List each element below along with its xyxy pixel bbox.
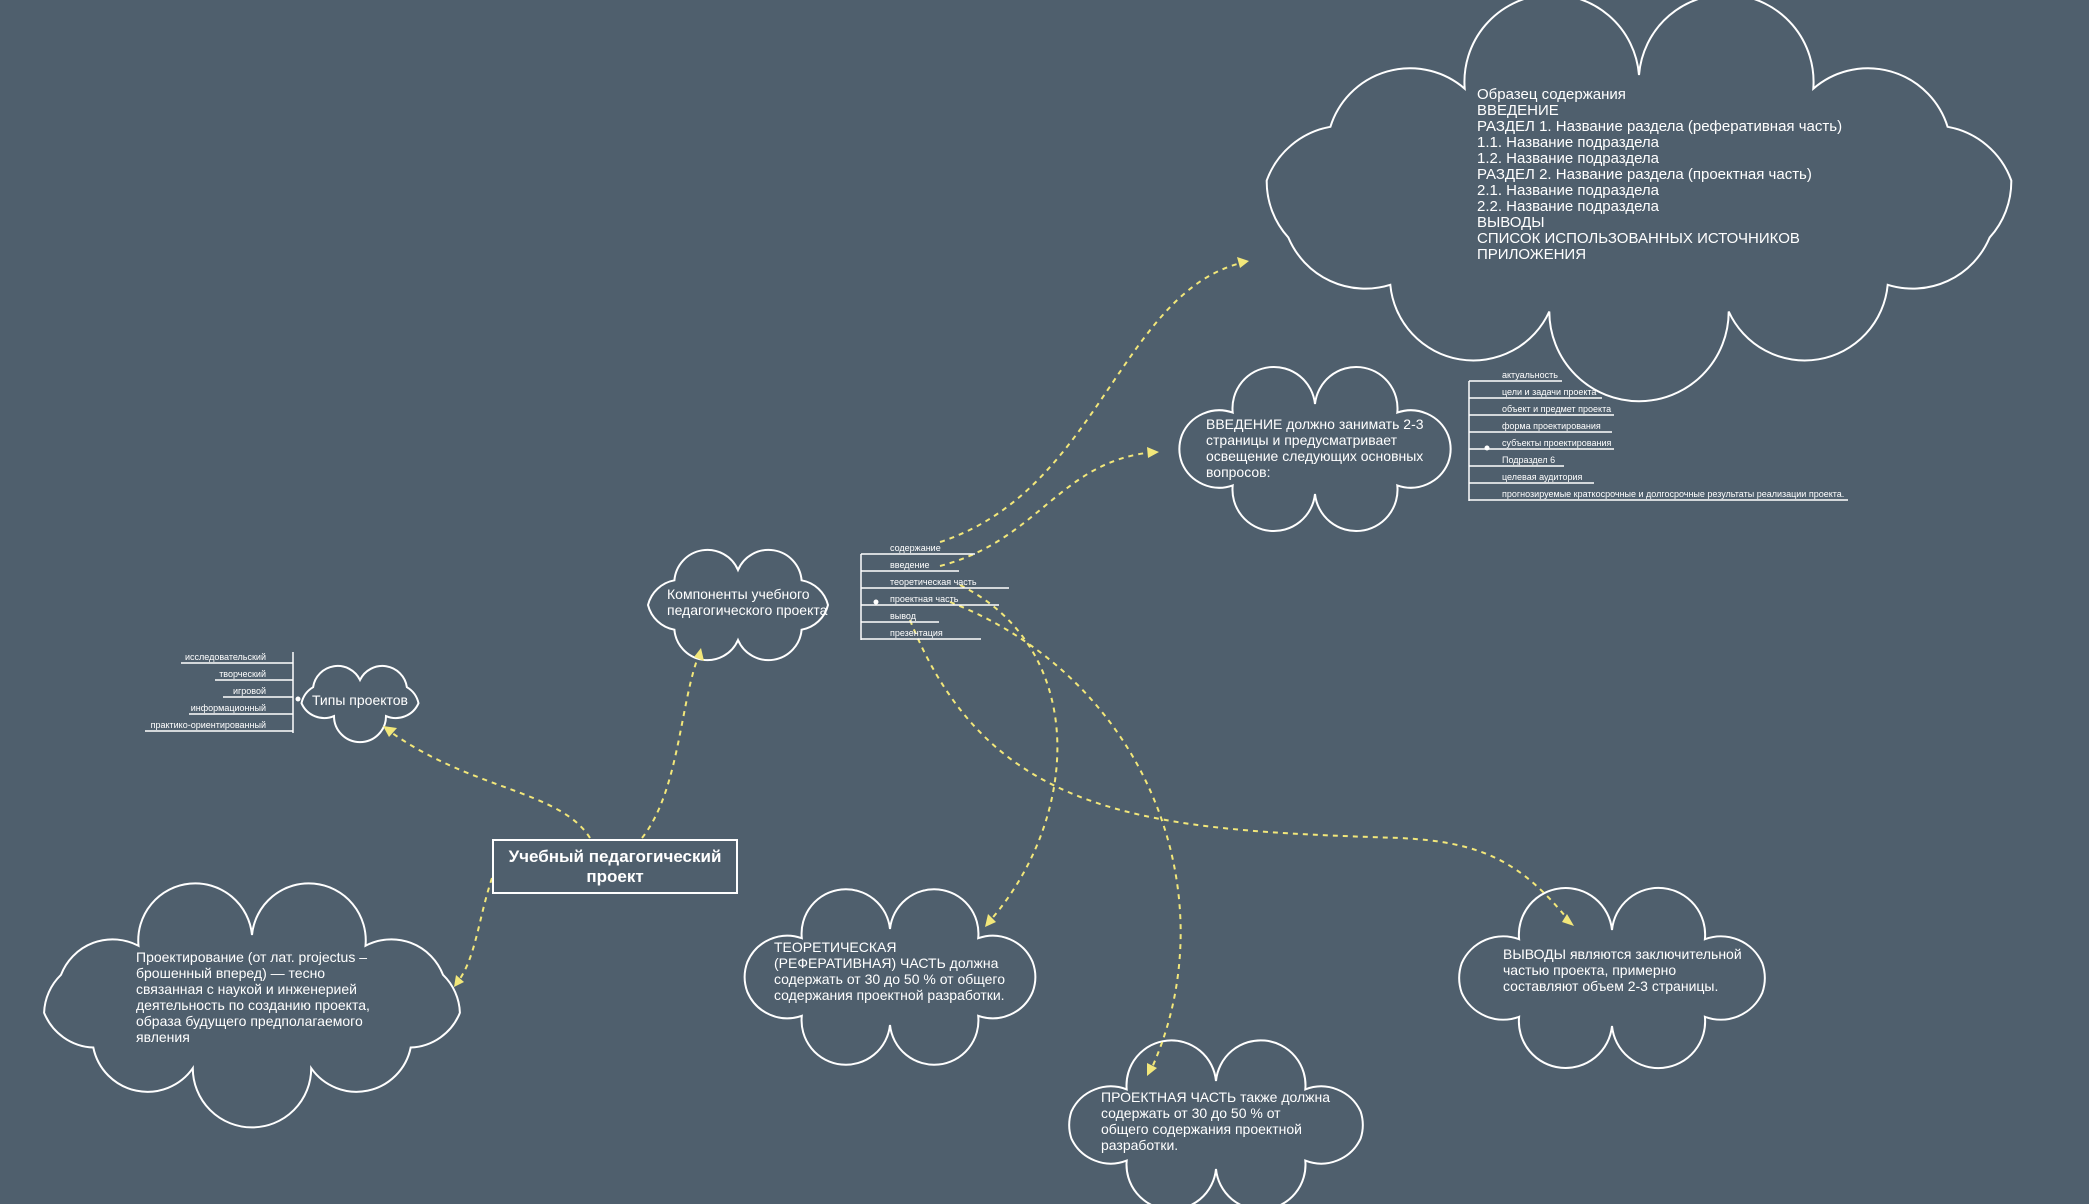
contents-line: 1.2. Название подраздела bbox=[1477, 150, 1660, 167]
contents-line: 1.1. Название подраздела bbox=[1477, 134, 1660, 151]
list-item[interactable]: вывод bbox=[890, 611, 916, 621]
theory-line: содержания проектной разработки. bbox=[774, 987, 1005, 1003]
contents-line: Образец содержания bbox=[1477, 86, 1626, 103]
arrowheads-layer bbox=[383, 257, 1574, 1076]
arrow-contents bbox=[1237, 257, 1249, 268]
contents-cloud[interactable] bbox=[1265, 0, 2013, 403]
connector-root-to-types bbox=[387, 729, 591, 839]
conclusions-cloud[interactable] bbox=[1458, 886, 1766, 1070]
definition-line: деятельность по созданию проекта, bbox=[136, 997, 370, 1013]
root-node[interactable]: Учебный педагогический проект bbox=[492, 839, 738, 894]
theory-cloud-text[interactable]: ТЕОРЕТИЧЕСКАЯ (РЕФЕРАТИВНАЯ) ЧАСТЬ должн… bbox=[774, 939, 1005, 1003]
intro-line: освещение следующих основных bbox=[1206, 448, 1424, 464]
project-part-cloud[interactable] bbox=[1068, 1039, 1364, 1204]
theory-line: содержать от 30 до 50 % от общего bbox=[774, 971, 1006, 987]
conclusions-line: составляют объем 2-3 страницы. bbox=[1503, 978, 1719, 994]
list-item[interactable]: проектная часть bbox=[890, 594, 959, 604]
arrow-types bbox=[383, 726, 397, 737]
contents-line: 2.1. Название подраздела bbox=[1477, 182, 1660, 199]
definition-line: связанная с наукой и инженерией bbox=[136, 981, 357, 997]
connectors-layer bbox=[387, 261, 1571, 1073]
arrow-definition bbox=[454, 975, 464, 987]
definition-line: образа будущего предполагаемого bbox=[136, 1013, 363, 1029]
list-item[interactable]: теоретическая часть bbox=[890, 577, 977, 587]
list-item[interactable]: введение bbox=[890, 560, 930, 570]
conclusions-line: частью проекта, примерно bbox=[1503, 962, 1677, 978]
project-part-line: ПРОЕКТНАЯ ЧАСТЬ также должна bbox=[1101, 1089, 1331, 1105]
theory-cloud[interactable] bbox=[743, 888, 1037, 1066]
connector-contents bbox=[939, 261, 1246, 543]
theory-line: (РЕФЕРАТИВНАЯ) ЧАСТЬ должна bbox=[774, 955, 999, 971]
list-item[interactable]: содержание bbox=[890, 543, 941, 553]
components-line: Компоненты учебного bbox=[667, 586, 810, 602]
arrow-project-part bbox=[1147, 1063, 1157, 1076]
arrow-conclusions bbox=[1562, 914, 1574, 926]
definition-line: явления bbox=[136, 1029, 190, 1045]
contents-line: РАЗДЕЛ 2. Название раздела (проектная ча… bbox=[1477, 166, 1812, 183]
intro-collapse-dot bbox=[1484, 445, 1490, 451]
theory-line: ТЕОРЕТИЧЕСКАЯ bbox=[774, 939, 897, 955]
components-cloud-text[interactable]: Компоненты учебного педагогического прое… bbox=[667, 586, 827, 618]
list-lines-layer bbox=[145, 380, 1848, 733]
project-part-line: разработки. bbox=[1101, 1137, 1179, 1153]
list-item[interactable]: игровой bbox=[232, 686, 266, 696]
clouds-layer bbox=[43, 0, 2013, 1204]
contents-line: ВЫВОДЫ bbox=[1477, 214, 1545, 231]
connector-theory bbox=[959, 584, 1059, 924]
arrow-intro bbox=[1147, 447, 1159, 458]
types-cloud-text[interactable]: Типы проектов bbox=[312, 692, 408, 708]
project-part-line: общего содержания проектной bbox=[1101, 1121, 1302, 1137]
list-item[interactable]: форма проектирования bbox=[1502, 421, 1601, 431]
components-line: педагогического проекта bbox=[667, 602, 828, 618]
types-cloud[interactable] bbox=[300, 664, 420, 744]
definition-cloud-text[interactable]: Проектирование (от лат. projectus – брош… bbox=[136, 949, 370, 1045]
list-item[interactable]: субъекты проектирования bbox=[1502, 438, 1612, 448]
arrow-components bbox=[694, 648, 704, 661]
list-item[interactable]: презентация bbox=[890, 628, 943, 638]
intro-cloud[interactable] bbox=[1178, 365, 1452, 533]
components-collapse-dot bbox=[873, 599, 879, 605]
list-item[interactable]: объект и предмет проекта bbox=[1502, 404, 1612, 414]
contents-line: СПИСОК ИСПОЛЬЗОВАННЫХ ИСТОЧНИКОВ bbox=[1477, 230, 1800, 247]
list-item[interactable]: прогнозируемые краткосрочные и долгосроч… bbox=[1502, 489, 1845, 499]
list-item[interactable]: цели и задачи проекта bbox=[1502, 387, 1597, 397]
list-item[interactable]: исследовательский bbox=[185, 652, 266, 662]
contents-line: ПРИЛОЖЕНИЯ bbox=[1477, 246, 1587, 263]
connector-root-to-definition bbox=[456, 877, 493, 984]
conclusions-line: ВЫВОДЫ являются заключительной bbox=[1503, 946, 1742, 962]
list-item[interactable]: творческий bbox=[219, 669, 266, 679]
intro-cloud-text[interactable]: ВВЕДЕНИЕ должно занимать 2-3 страницы и … bbox=[1206, 416, 1424, 480]
conclusions-cloud-text[interactable]: ВЫВОДЫ являются заключительной частью пр… bbox=[1503, 946, 1742, 994]
project-part-cloud-text[interactable]: ПРОЕКТНАЯ ЧАСТЬ также должна содержать о… bbox=[1101, 1089, 1330, 1153]
contents-line: ВВЕДЕНИЕ bbox=[1477, 102, 1559, 119]
contents-cloud-text[interactable]: Образец содержания ВВЕДЕНИЕ РАЗДЕЛ 1. На… bbox=[1477, 87, 1842, 263]
contents-line: 2.2. Название подраздела bbox=[1477, 198, 1660, 215]
list-item[interactable]: информационный bbox=[190, 703, 266, 713]
list-item[interactable]: актуальность bbox=[1502, 370, 1558, 380]
intro-line: страницы и предусматривает bbox=[1206, 432, 1397, 448]
connector-intro bbox=[939, 451, 1156, 567]
definition-cloud[interactable] bbox=[43, 882, 461, 1129]
root-title: Учебный педагогический проект bbox=[508, 846, 722, 886]
types-line: Типы проектов bbox=[312, 692, 408, 708]
intro-line: вопросов: bbox=[1206, 464, 1271, 480]
contents-line: РАЗДЕЛ 1. Название раздела (реферативная… bbox=[1477, 118, 1843, 135]
connector-project-part bbox=[949, 601, 1182, 1073]
arrow-theory bbox=[985, 914, 996, 927]
project-part-line: содержать от 30 до 50 % от bbox=[1101, 1105, 1281, 1121]
types-collapse-dot bbox=[295, 696, 301, 702]
list-item[interactable]: практико-ориентированный bbox=[150, 720, 266, 730]
connector-root-to-components bbox=[641, 651, 701, 839]
list-item[interactable]: целевая аудитория bbox=[1502, 472, 1583, 482]
list-item[interactable]: Подраздел 6 bbox=[1502, 455, 1556, 465]
connector-conclusions bbox=[909, 619, 1571, 923]
components-cloud[interactable] bbox=[646, 548, 830, 662]
definition-line: брошенный вперед) — тесно bbox=[136, 965, 326, 981]
intro-line: ВВЕДЕНИЕ должно занимать 2-3 bbox=[1206, 416, 1424, 432]
definition-line: Проектирование (от лат. projectus – bbox=[136, 949, 368, 965]
